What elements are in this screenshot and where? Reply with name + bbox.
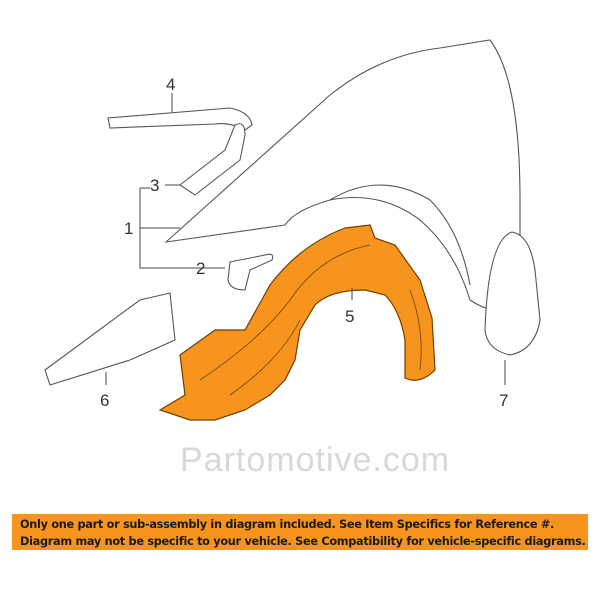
bracket-part-3: [179, 123, 246, 196]
bracket-part-4: [107, 107, 253, 131]
notice-line-1: Only one part or sub-assembly in diagram…: [20, 518, 554, 531]
notice-line-2: Diagram may not be specific to your vehi…: [20, 535, 586, 548]
splash-shield-part-6: [44, 292, 176, 386]
callout-1: 1: [124, 219, 133, 238]
callout-3: 3: [150, 176, 159, 195]
bracket-part-2: [227, 253, 274, 291]
mud-flap-part-7: [484, 231, 541, 356]
callout-2: 2: [196, 259, 205, 278]
callout-7: 7: [499, 391, 508, 410]
callout-5: 5: [345, 307, 354, 326]
callout-6: 6: [100, 391, 109, 410]
callout-4: 4: [166, 75, 175, 94]
fender-liner-part-5: [158, 224, 436, 421]
notice-banner: Only one part or sub-assembly in diagram…: [12, 514, 588, 550]
watermark: Partomotive.com: [180, 441, 451, 479]
